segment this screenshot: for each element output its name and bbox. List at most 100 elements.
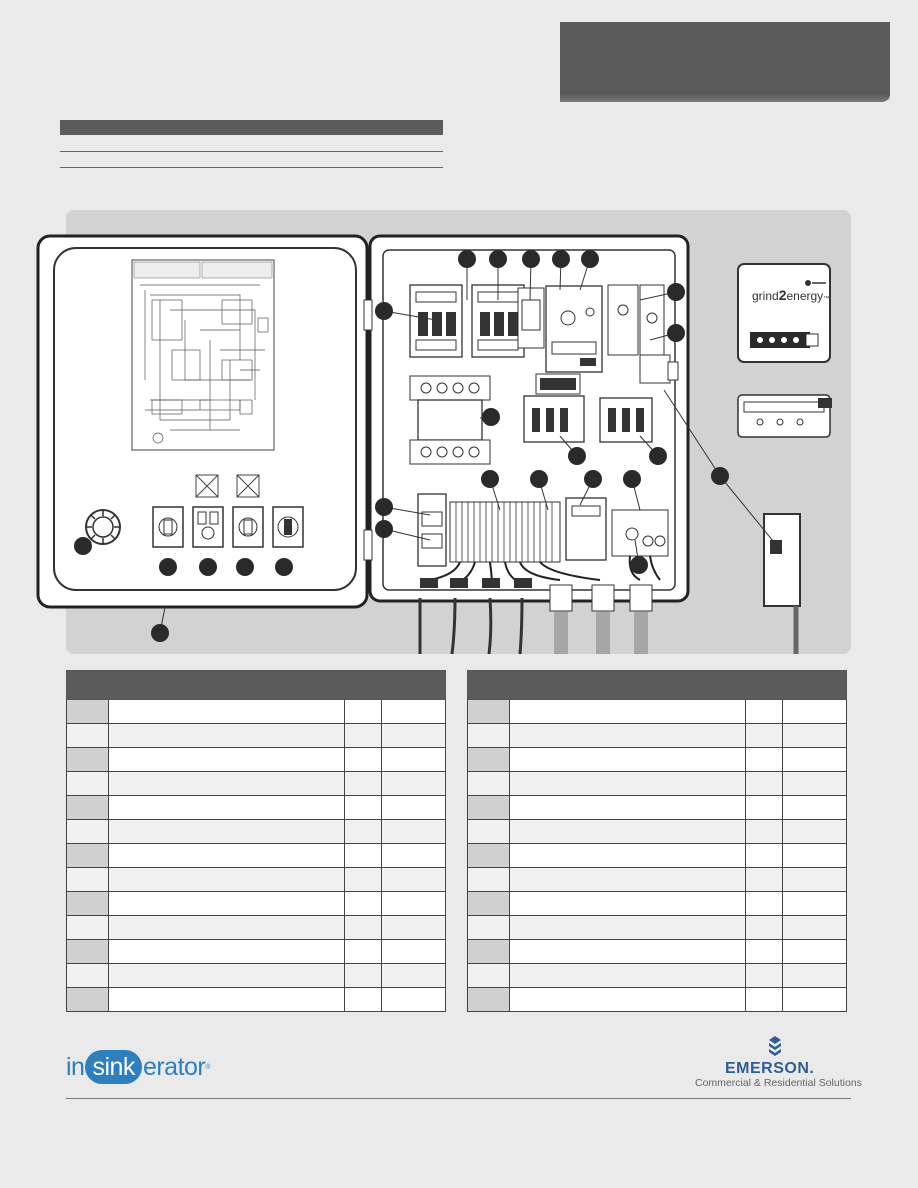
table-cell-part bbox=[381, 987, 446, 1012]
display-module bbox=[535, 373, 581, 395]
table-cell-part bbox=[381, 699, 446, 724]
emerson-name: EMERSON. bbox=[725, 1060, 815, 1077]
table-cell-num bbox=[467, 963, 510, 988]
table-cell-num bbox=[467, 987, 510, 1012]
indicator-box bbox=[236, 474, 260, 498]
table-cell-qty bbox=[745, 771, 783, 796]
table-cell-desc bbox=[108, 939, 345, 964]
table-cell-num bbox=[66, 771, 109, 796]
table-cell-num bbox=[467, 843, 510, 868]
circuit-breaker bbox=[409, 284, 463, 358]
table-row bbox=[467, 771, 847, 796]
table-row bbox=[66, 723, 446, 748]
table-cell-desc bbox=[108, 867, 345, 892]
table-cell-qty bbox=[745, 819, 783, 844]
table-cell-part bbox=[381, 771, 446, 796]
table-cell-part bbox=[782, 963, 847, 988]
table-cell-num bbox=[467, 915, 510, 940]
table-cell-num bbox=[66, 747, 109, 772]
table-cell-part bbox=[782, 699, 847, 724]
table-row bbox=[66, 987, 446, 1012]
table-cell-qty bbox=[344, 771, 382, 796]
table-cell-qty bbox=[745, 867, 783, 892]
table-cell-num bbox=[66, 915, 109, 940]
table-cell-part bbox=[381, 819, 446, 844]
relay-module bbox=[517, 287, 545, 349]
table-cell-desc bbox=[509, 939, 746, 964]
table-cell-desc bbox=[509, 987, 746, 1012]
table-row bbox=[66, 963, 446, 988]
title-tab bbox=[560, 22, 890, 102]
callout-leaders bbox=[159, 258, 783, 634]
door-switch bbox=[192, 506, 224, 548]
power-supply bbox=[565, 497, 607, 561]
table-cell-desc bbox=[509, 747, 746, 772]
contactor bbox=[599, 397, 653, 443]
callout-marker bbox=[375, 302, 393, 320]
table-cell-part bbox=[782, 987, 847, 1012]
grind2energy-logo: grind2energy™ bbox=[752, 287, 829, 303]
table-cell-qty bbox=[344, 867, 382, 892]
callout-marker bbox=[649, 447, 667, 465]
table-cell-num bbox=[66, 867, 109, 892]
table-row bbox=[66, 699, 446, 724]
transformer bbox=[409, 375, 491, 465]
table-cell-desc bbox=[108, 843, 345, 868]
table-cell-qty bbox=[745, 795, 783, 820]
grind2energy-unit: grind2energy™ bbox=[737, 263, 831, 363]
callout-marker bbox=[623, 470, 641, 488]
callout-marker bbox=[552, 250, 570, 268]
header-rule bbox=[60, 167, 443, 168]
table-cell-qty bbox=[344, 891, 382, 916]
table-cell-desc bbox=[108, 963, 345, 988]
table-cell-part bbox=[782, 771, 847, 796]
panel-enclosure bbox=[363, 234, 690, 655]
logo-text: in bbox=[66, 1052, 85, 1081]
table-cell-desc bbox=[509, 843, 746, 868]
table-cell-qty bbox=[344, 795, 382, 820]
table-cell-qty bbox=[745, 723, 783, 748]
table-cell-qty bbox=[745, 891, 783, 916]
table-cell-desc bbox=[509, 819, 746, 844]
table-cell-part bbox=[381, 843, 446, 868]
table-cell-qty bbox=[344, 819, 382, 844]
callout-marker bbox=[151, 624, 169, 642]
table-cell-desc bbox=[108, 747, 345, 772]
table-cell-qty bbox=[745, 987, 783, 1012]
table-row bbox=[467, 699, 847, 724]
callout-marker bbox=[667, 324, 685, 342]
table-cell-num bbox=[467, 771, 510, 796]
table-cell-part bbox=[782, 795, 847, 820]
table-cell-part bbox=[381, 915, 446, 940]
table-cell-qty bbox=[745, 963, 783, 988]
table-cell-num bbox=[66, 987, 109, 1012]
table-row bbox=[467, 939, 847, 964]
footer-rule bbox=[66, 1098, 851, 1099]
table-cell-qty bbox=[745, 699, 783, 724]
section-header-bar bbox=[60, 120, 443, 135]
table-cell-desc bbox=[509, 891, 746, 916]
sensor-module bbox=[737, 394, 832, 438]
overload-relay bbox=[607, 284, 665, 356]
callout-marker bbox=[630, 556, 648, 574]
emerson-subtitle: Commercial & Residential Solutions bbox=[695, 1077, 862, 1089]
table-cell-qty bbox=[344, 723, 382, 748]
table-cell-desc bbox=[509, 771, 746, 796]
table-cell-num bbox=[66, 891, 109, 916]
callout-marker bbox=[481, 470, 499, 488]
table-row bbox=[467, 819, 847, 844]
table-cell-part bbox=[381, 795, 446, 820]
junction-box bbox=[763, 513, 801, 654]
table-cell-qty bbox=[745, 843, 783, 868]
table-cell-num bbox=[467, 723, 510, 748]
table-cell-num bbox=[467, 819, 510, 844]
callout-marker bbox=[581, 250, 599, 268]
parts-table-right bbox=[467, 670, 847, 1012]
table-cell-qty bbox=[745, 915, 783, 940]
table-cell-desc bbox=[108, 771, 345, 796]
table-cell-qty bbox=[344, 987, 382, 1012]
callout-marker bbox=[458, 250, 476, 268]
